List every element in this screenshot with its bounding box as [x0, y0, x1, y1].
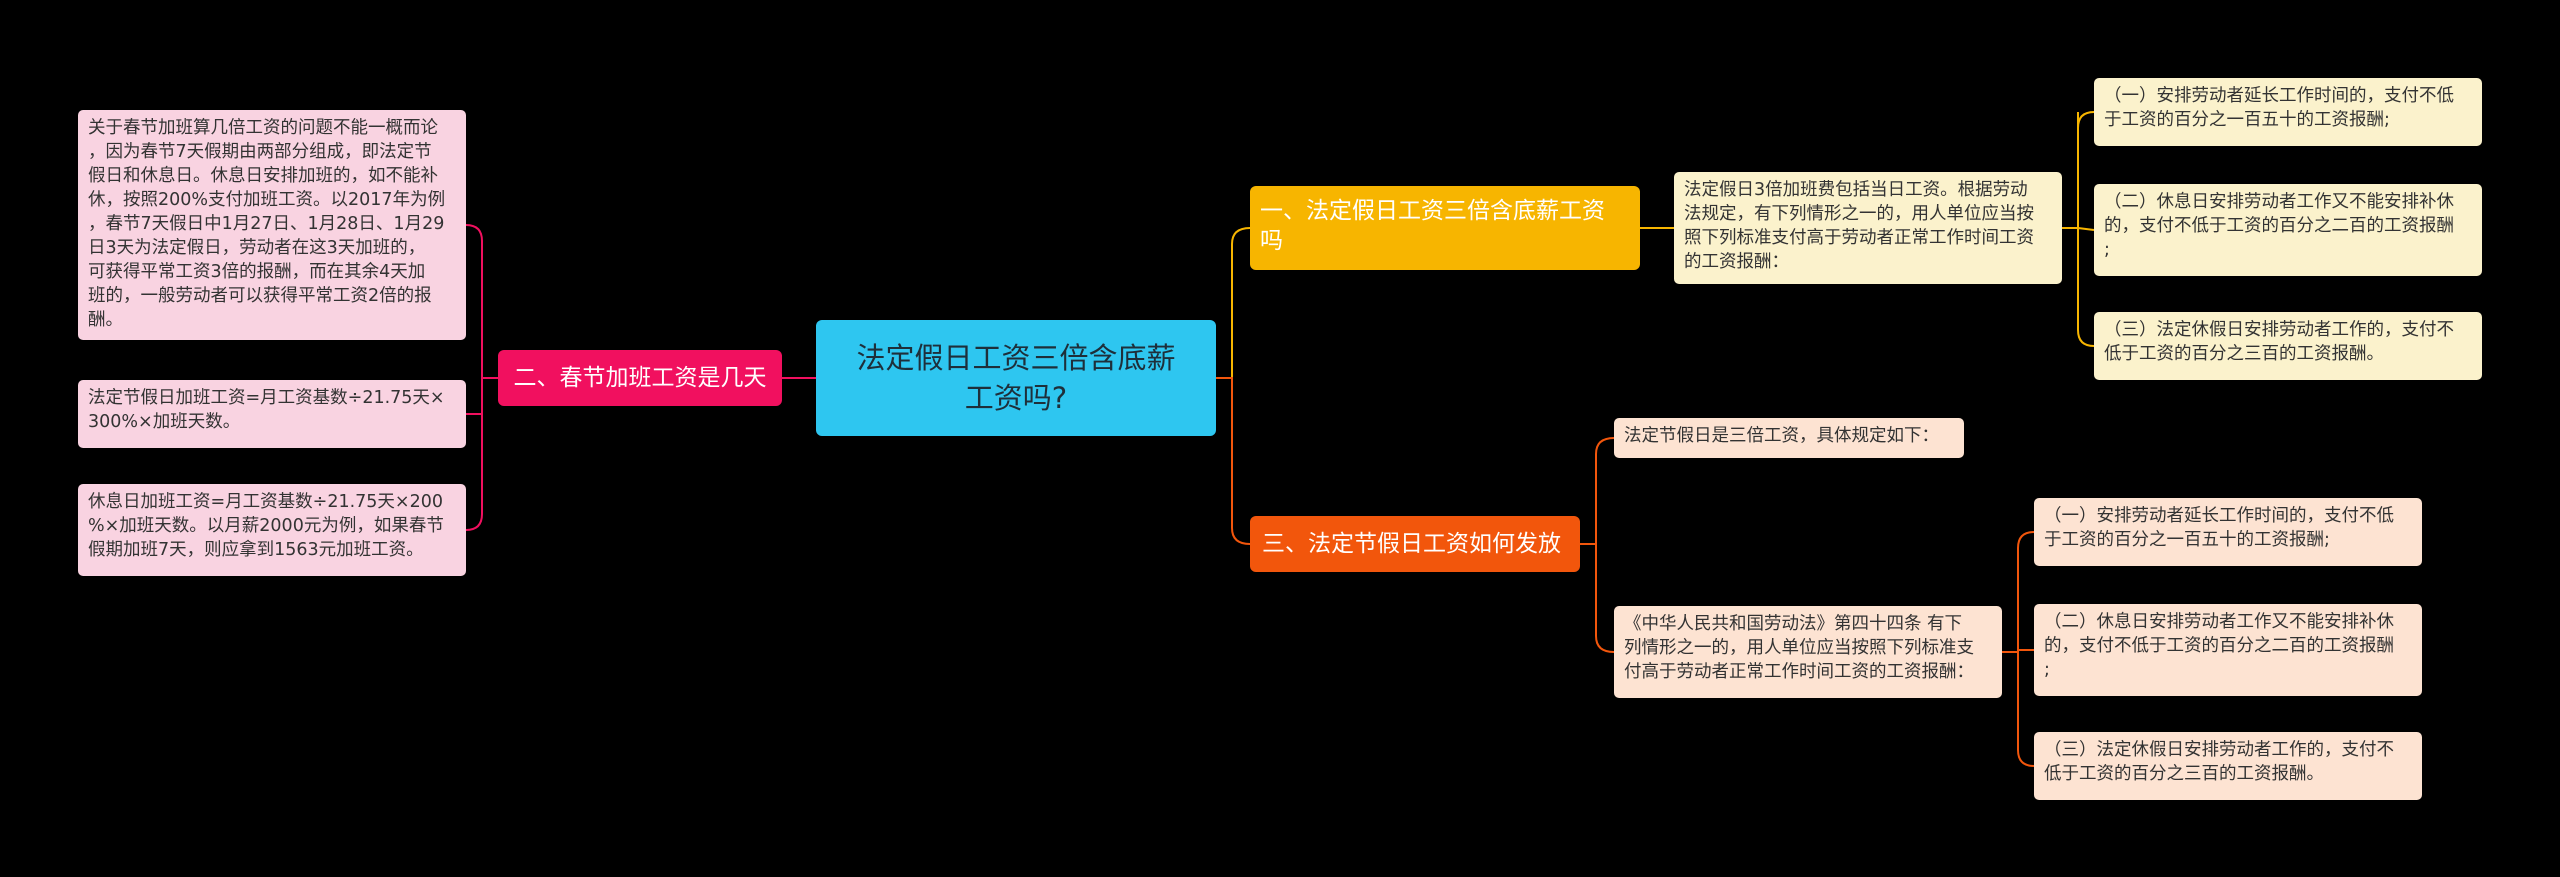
branch-topic-2[interactable]: 二、春节加班工资是几天	[498, 350, 782, 406]
branch-2-item-1[interactable]: 关于春节加班算几倍工资的问题不能一概而论 ，因为春节7天假期由两部分组成，即法定…	[78, 110, 466, 340]
branch-1-item-1[interactable]: （一）安排劳动者延长工作时间的，支付不低 于工资的百分之一百五十的工资报酬;	[2094, 78, 2482, 146]
branch-3-item-3[interactable]: （三）法定休假日安排劳动者工作的，支付不 低于工资的百分之三百的工资报酬。	[2034, 732, 2422, 800]
branch-3-item-1[interactable]: （一）安排劳动者延长工作时间的，支付不低 于工资的百分之一百五十的工资报酬;	[2034, 498, 2422, 566]
branch-1-intro[interactable]: 法定假日3倍加班费包括当日工资。根据劳动 法规定，有下列情形之一的，用人单位应当…	[1674, 172, 2062, 284]
branch-1-item-2[interactable]: （二）休息日安排劳动者工作又不能安排补休 的，支付不低于工资的百分之二百的工资报…	[2094, 184, 2482, 276]
branch-3-law[interactable]: 《中华人民共和国劳动法》第四十四条 有下 列情形之一的，用人单位应当按照下列标准…	[1614, 606, 2002, 698]
connector-b3-leaves	[1580, 437, 1615, 653]
branch-2-item-2[interactable]: 法定节假日加班工资=月工资基数÷21.75天× 300%×加班天数。	[78, 380, 466, 448]
branch-3-first[interactable]: 法定节假日是三倍工资，具体规定如下：	[1614, 418, 1964, 458]
branch-3-item-2[interactable]: （二）休息日安排劳动者工作又不能安排补休 的，支付不低于工资的百分之二百的工资报…	[2034, 604, 2422, 696]
root-topic[interactable]: 法定假日工资三倍含底薪 工资吗?	[816, 320, 1216, 436]
branch-2-item-3[interactable]: 休息日加班工资=月工资基数÷21.75天×200 %×加班天数。以月薪2000元…	[78, 484, 466, 576]
branch-topic-3[interactable]: 三、法定节假日工资如何发放	[1250, 516, 1580, 572]
branch-1-item-3[interactable]: （三）法定休假日安排劳动者工作的，支付不 低于工资的百分之三百的工资报酬。	[2094, 312, 2482, 380]
connector-b2-leaves	[465, 224, 498, 531]
connector-root-b1	[1216, 227, 1251, 379]
connector-b1-items	[2062, 111, 2095, 347]
connector-b3-law-items	[2002, 531, 2035, 767]
connector-root-b3	[1216, 377, 1251, 545]
branch-topic-1[interactable]: 一、法定假日工资三倍含底薪工资 吗	[1250, 186, 1640, 270]
